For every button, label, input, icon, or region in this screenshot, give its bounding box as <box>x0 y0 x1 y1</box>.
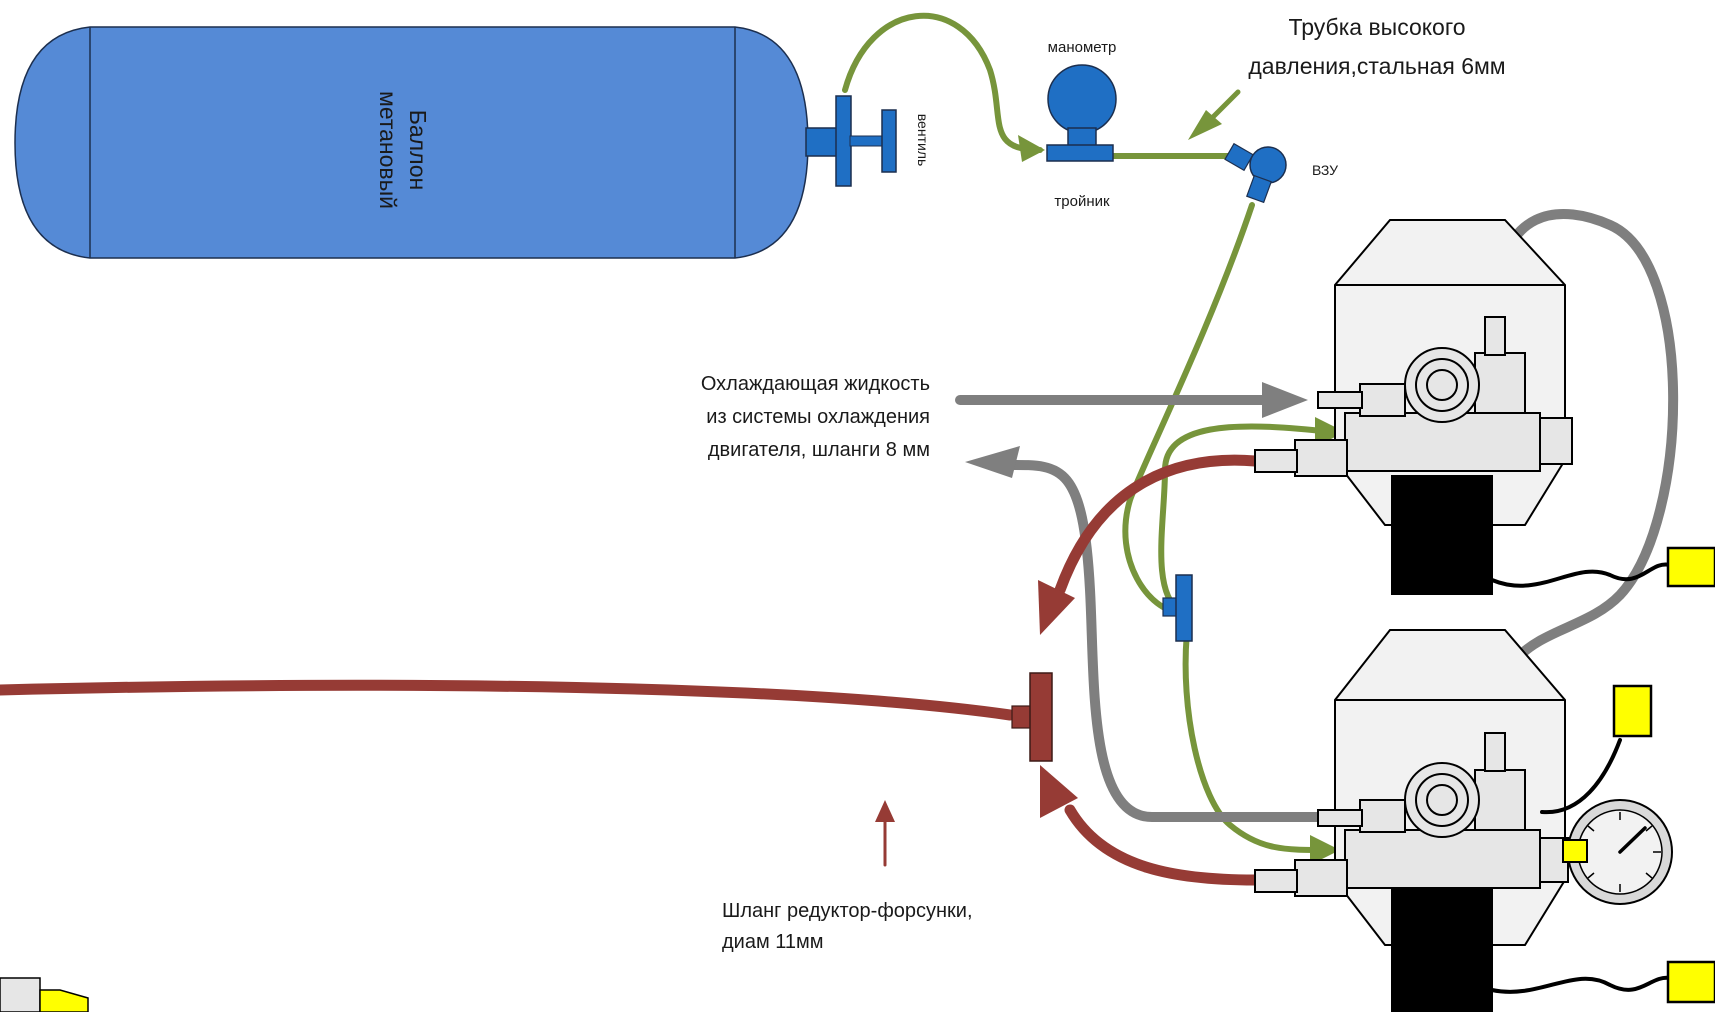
hose-tee-stub <box>1011 705 1033 729</box>
reducer2-output-hose <box>1064 804 1261 886</box>
reducer1-nipple-top <box>1484 316 1506 356</box>
splitter-stub <box>1162 597 1178 617</box>
vzu-inlet-stub <box>1224 142 1254 172</box>
coolant-label-line3: двигателя, шланги 8 мм <box>708 439 930 461</box>
cylinder-valve: вентиль <box>805 95 931 187</box>
reducer1-side-cap <box>1539 417 1573 465</box>
reducer2-nipple-top <box>1484 732 1506 772</box>
reducer2-hose-nipple <box>1254 869 1298 893</box>
tee-label: тройник <box>1054 193 1110 210</box>
reducer-1 <box>1254 219 1573 595</box>
gauge-label: манометр <box>1048 39 1117 56</box>
steel-tube-label-line2: давления,стальная 6мм <box>1248 53 1505 79</box>
cylinder-label-line2: метановый <box>375 91 401 209</box>
tee-body <box>1046 144 1114 162</box>
reducer2-gas-arrowhead <box>1310 835 1340 865</box>
methane-cylinder: Баллон метановый <box>14 26 809 259</box>
reducer2-block-top <box>1474 769 1526 831</box>
gas-splitter <box>1162 574 1193 642</box>
dial-yellow-sensor <box>1562 839 1588 863</box>
coolant-label-line1: Охлаждающая жидкость <box>701 373 930 395</box>
yellow-connectors <box>1612 546 1715 1004</box>
reducer1-output-hose <box>1054 454 1261 596</box>
valve-label: вентиль <box>915 114 931 167</box>
steel-tube-label-line1: Трубка высокого <box>1288 14 1465 40</box>
valve-stem <box>835 95 852 187</box>
dial-needle <box>1618 826 1647 854</box>
reducer2-top-wire <box>1540 738 1622 815</box>
tee-inlet-arrowhead <box>1018 135 1045 162</box>
cylinder-label-line1: Баллон <box>405 110 431 190</box>
coolant-return-line <box>1000 459 1325 822</box>
reducer1-wire <box>1490 562 1672 588</box>
vzu-outlet-stub <box>1246 174 1272 204</box>
annotations: Трубка высокого давления,стальная 6мм Ох… <box>701 14 1506 953</box>
main-injector-hose <box>0 679 1016 721</box>
reducer2-top-connector <box>1612 684 1653 738</box>
hose-tee-fitting <box>1011 672 1053 762</box>
reducer1-hose-nipple <box>1254 449 1298 473</box>
reducer-pressure-dial <box>1562 799 1673 905</box>
coolant-inlet-arrowhead <box>1262 382 1308 418</box>
valve-handwheel <box>881 109 897 173</box>
gauge-bulb <box>1047 64 1117 134</box>
reducer1-stem-left <box>1359 383 1406 417</box>
reducer2-coolant-nipple <box>1317 809 1363 827</box>
reducer2-solenoid <box>1391 889 1493 1012</box>
coolant-lines <box>955 209 1679 822</box>
injector-rail-yellow <box>39 989 89 1012</box>
hose-label-line1: Шланг редуктор-форсунки, <box>722 900 973 922</box>
vzu-to-reducer1-tube <box>1122 202 1255 615</box>
hose-label-line2: диам 11мм <box>722 931 824 953</box>
reducer1-connector <box>1666 546 1715 588</box>
injector-hoses <box>0 454 1261 886</box>
reducer-2 <box>1254 629 1569 1012</box>
gauge-stem <box>1067 127 1097 147</box>
reducer1-solenoid <box>1391 475 1493 595</box>
valve-to-tee-tube <box>842 12 1043 153</box>
vzu-label: ВЗУ <box>1312 162 1338 178</box>
reducer2-main-block <box>1344 829 1541 889</box>
reducer1-gas-nipple <box>1294 439 1348 477</box>
vzu-fitting: ВЗУ <box>1224 142 1338 204</box>
reducer2-hose-arrowhead <box>1040 765 1078 818</box>
steel-tube-pointer-line <box>1209 89 1241 121</box>
reducer2-bottom-connector <box>1666 960 1715 1004</box>
coolant-loop-top <box>1489 209 1679 740</box>
reducer1-nut-inner <box>1426 369 1458 401</box>
hose-tee-body <box>1029 672 1053 762</box>
reducer2-gas-nipple <box>1294 859 1348 897</box>
tee-fitting: тройник <box>1046 144 1114 210</box>
reducer2-nut-inner <box>1426 784 1458 816</box>
injector-rail-partial <box>0 977 89 1012</box>
reducer1-block-top <box>1474 352 1526 414</box>
coolant-return-arrowhead <box>965 446 1020 478</box>
splitter-body <box>1175 574 1193 642</box>
steel-tube-arrowhead <box>1188 110 1222 140</box>
reducer2-bottom-wire <box>1490 975 1672 994</box>
hose-label-arrowhead <box>875 800 895 822</box>
injector-rail-gray <box>0 977 41 1012</box>
reducer2-stem-left <box>1359 799 1406 833</box>
coolant-label-line2: из системы охлаждения <box>706 406 930 428</box>
electrical-wiring <box>1490 562 1672 994</box>
reducer1-hose-arrowhead <box>1038 580 1075 635</box>
pressure-gauge: манометр <box>1047 39 1117 147</box>
reducer1-coolant-nipple <box>1317 391 1363 409</box>
